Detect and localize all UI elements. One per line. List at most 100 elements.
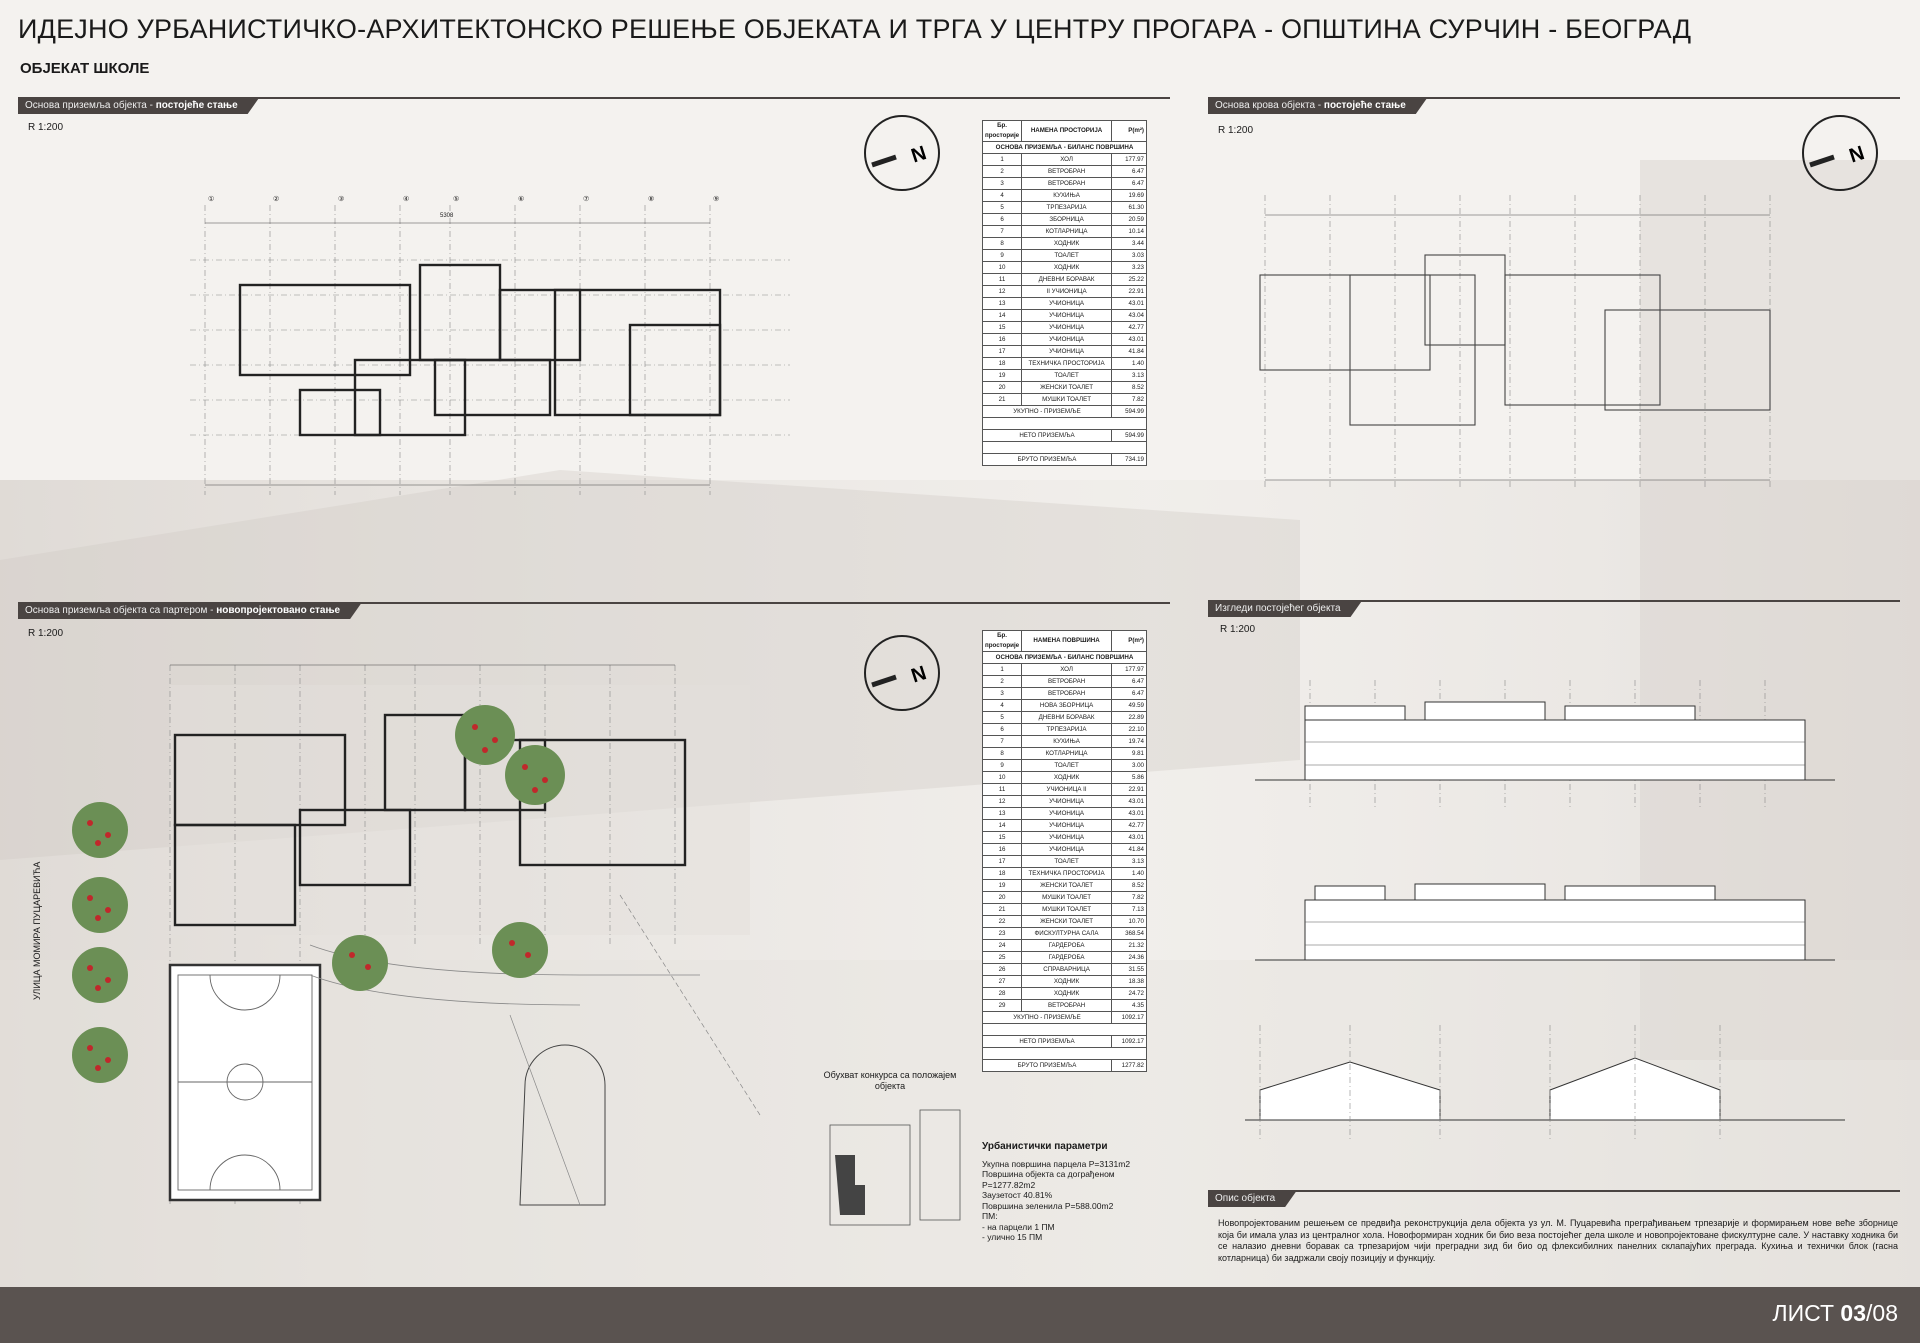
table-cell: СПРАВАРНИЦА [1021, 963, 1112, 976]
table-cell: 25 [981, 951, 1023, 964]
table-cell: ВЕТРОБРАН [1021, 687, 1112, 700]
table-cell: 29 [981, 999, 1023, 1012]
table-cell: БРУТО ПРИЗЕМЉА [982, 453, 1112, 466]
table-cell: 3 [981, 177, 1023, 190]
table-cell: 21 [981, 393, 1023, 406]
table-cell: ОСНОВА ПРИЗЕМЉА - БИЛАНС ПОВРШИНА [982, 651, 1147, 664]
table-cell: 2 [981, 675, 1023, 688]
table-cell: 6.47 [1111, 675, 1147, 688]
page-title: ИДЕЈНО УРБАНИСТИЧКО-АРХИТЕКТОНСКО РЕШЕЊЕ… [18, 14, 1692, 44]
table-cell: 21.32 [1111, 939, 1147, 952]
facades-drawing [1245, 680, 1845, 1140]
table-cell: 15 [981, 831, 1023, 844]
table-cell: 21 [981, 903, 1023, 916]
table-cell: ТОАЛЕТ [1021, 855, 1112, 868]
table-cell: 15 [981, 321, 1023, 334]
table-cell: ХОДНИК [1021, 237, 1112, 250]
table-cell: 49.59 [1111, 699, 1147, 712]
svg-text:⑦: ⑦ [583, 195, 589, 203]
section-header-roof-existing: Основа крова објекта - постојеће стање [1208, 97, 1900, 117]
table-cell: ХОЛ [1021, 153, 1112, 166]
context-map-label: Обухват конкурса са положајем објекта [823, 1070, 957, 1091]
table-cell: 3 [981, 687, 1023, 700]
table-cell: 18 [981, 357, 1023, 370]
table-cell: УЧИОНИЦА [1021, 297, 1112, 310]
table-section-row: ОСНОВА ПРИЗЕМЉА - БИЛАНС ПОВРШИНА [982, 651, 1147, 664]
tree-icon [72, 705, 565, 1083]
table-cell: 43.04 [1111, 309, 1147, 322]
table-cell: 14 [981, 819, 1023, 832]
table-cell: 6 [981, 213, 1023, 226]
svg-text:N: N [1847, 142, 1868, 167]
table-cell: 7.82 [1111, 393, 1147, 406]
table-cell: 11 [981, 783, 1023, 796]
table-cell: НАМЕНА ПОВРШИНА [1021, 630, 1112, 652]
table-cell: ВЕТРОБРАН [1021, 177, 1112, 190]
table-spacer-row [982, 441, 1147, 454]
table-cell: 1.40 [1111, 357, 1147, 370]
svg-text:③: ③ [338, 195, 344, 203]
table-cell: 23 [981, 927, 1023, 940]
table-spacer-row [982, 1047, 1147, 1060]
table-cell: 22.91 [1111, 285, 1147, 298]
table-cell: ЖЕНСКИ ТОАЛЕТ [1021, 915, 1112, 928]
table-cell [982, 1047, 1147, 1060]
table-cell: 177.97 [1111, 663, 1147, 676]
table-cell: МУШКИ ТОАЛЕТ [1021, 393, 1112, 406]
scale-label: R 1:200 [28, 122, 64, 133]
table-cell: УЧИОНИЦА II [1021, 783, 1112, 796]
table-cell: 3.13 [1111, 369, 1147, 382]
table-cell: 20 [981, 381, 1023, 394]
table-cell: 594.99 [1111, 405, 1147, 418]
svg-text:N: N [909, 662, 930, 687]
table-cell: 43.01 [1111, 795, 1147, 808]
table-cell: 1277.82 [1111, 1059, 1147, 1072]
table-cell: 20 [981, 891, 1023, 904]
table-cell: 61.30 [1111, 201, 1147, 214]
table-cell: 9.81 [1111, 747, 1147, 760]
table-cell: ХОДНИК [1021, 975, 1112, 988]
table-cell: 8.52 [1111, 879, 1147, 892]
table-cell: УЧИОНИЦА [1021, 819, 1112, 832]
svg-text:①: ① [208, 195, 214, 203]
svg-text:②: ② [273, 195, 279, 203]
table-cell: ХОЛ [1021, 663, 1112, 676]
table-cell: 8 [981, 237, 1023, 250]
table-cell: 177.97 [1111, 153, 1147, 166]
table-cell: 2 [981, 165, 1023, 178]
table-cell: 1092.17 [1111, 1035, 1147, 1048]
table-cell: УКУПНО - ПРИЗЕМЉЕ [982, 1011, 1112, 1024]
table-cell: 1092.17 [1111, 1011, 1147, 1024]
table-cell: P(m²) [1111, 120, 1147, 142]
table-cell: 13 [981, 807, 1023, 820]
table-cell: ЖЕНСКИ ТОАЛЕТ [1021, 381, 1112, 394]
table-cell: 43.01 [1111, 297, 1147, 310]
north-arrow-icon: N [864, 115, 940, 191]
scale-label: R 1:200 [28, 628, 64, 639]
table-cell: 43.01 [1111, 333, 1147, 346]
section-header-facades: Изгледи постојећег објекта [1208, 600, 1900, 620]
table-cell: ТРПЕЗАРИЈА [1021, 201, 1112, 214]
table-spacer-row [982, 417, 1147, 430]
urban-parameter-line: - на парцели 1 ПМ [982, 1221, 1055, 1232]
table-cell: 13 [981, 297, 1023, 310]
table-cell: 27 [981, 975, 1023, 988]
table-cell: КУХИЊА [1021, 189, 1112, 202]
table-cell: 6.47 [1111, 687, 1147, 700]
